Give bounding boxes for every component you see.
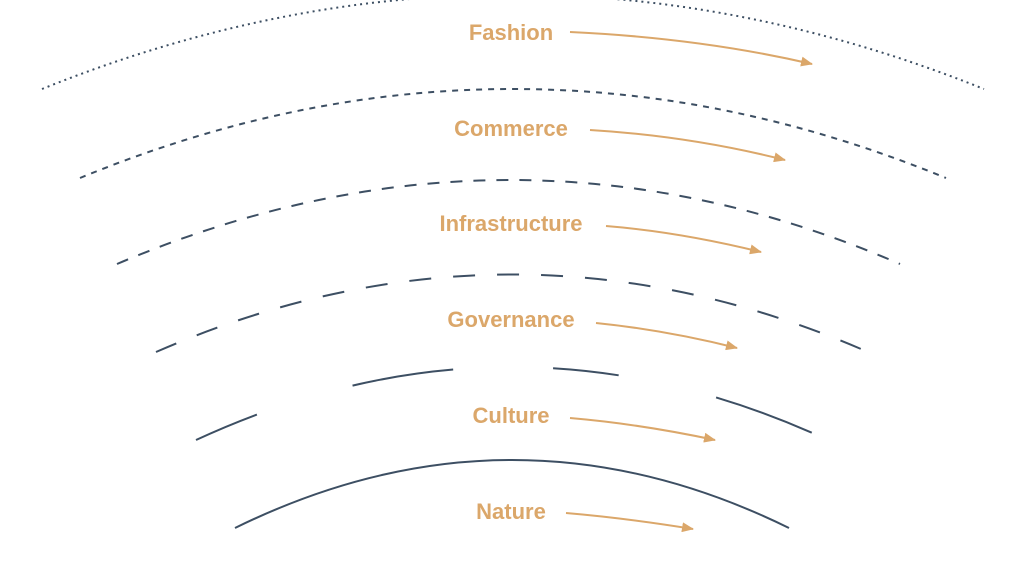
layer-nature: Nature	[234, 459, 790, 533]
label-nature: Nature	[476, 499, 546, 524]
layer-governance: Governance	[155, 273, 869, 353]
arrow-governance	[595, 322, 738, 351]
label-culture: Culture	[473, 403, 550, 428]
arc-infrastructure	[116, 179, 901, 265]
arc-nature	[234, 459, 790, 529]
label-governance: Governance	[447, 307, 574, 332]
arrow-fashion	[569, 31, 813, 67]
arrow-nature	[565, 512, 694, 533]
arrow-culture	[569, 417, 716, 443]
label-fashion: Fashion	[469, 20, 553, 45]
arrow-commerce	[589, 129, 786, 163]
arc-culture	[195, 366, 829, 441]
arc-fashion	[41, 0, 985, 90]
arrow-infrastructure	[605, 225, 762, 255]
layer-commerce: Commerce	[79, 88, 947, 179]
layer-fashion: Fashion	[41, 0, 985, 90]
layer-culture: Culture	[195, 366, 829, 443]
layer-infrastructure: Infrastructure	[116, 179, 901, 265]
label-commerce: Commerce	[454, 116, 568, 141]
arc-commerce	[79, 88, 947, 179]
arc-governance	[155, 273, 869, 353]
label-infrastructure: Infrastructure	[439, 211, 582, 236]
